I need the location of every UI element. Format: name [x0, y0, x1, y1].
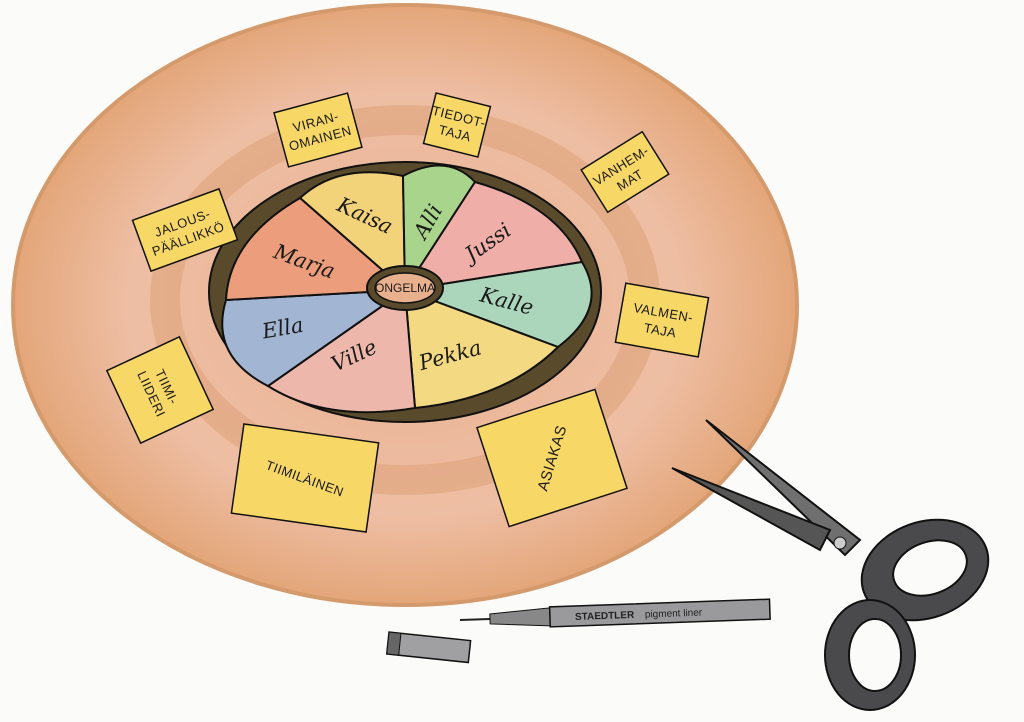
hub [374, 272, 436, 304]
pen-cap-drawing [385, 631, 472, 664]
sticky-note-viranomainen: VIRAN- OMAINEN [273, 92, 363, 168]
sticky-note-talouspaallikko: JALOUS- PÄÄLLIKKÖ [131, 187, 239, 273]
wedge-alli [401, 164, 477, 294]
sticky-note-tiimilainen: TIIMILÄINEN [230, 423, 380, 533]
center-label: ONGELMA [375, 281, 435, 295]
wedge-jussi [402, 180, 584, 292]
wedge-marja [224, 196, 408, 302]
sticky-note-asiakas: ASIAKAS [476, 388, 628, 528]
sticky-note-tiimiliideri: TIIMI- LIIDERI [105, 335, 215, 445]
note-line: TAJA [643, 320, 678, 340]
pen-model: pigment liner [645, 608, 703, 621]
wedge-kaisa [298, 171, 407, 293]
pen-drawing: STAEDTLER pigment liner [459, 598, 771, 628]
pen-brand: STAEDTLER [575, 610, 635, 623]
scissors-drawing [671, 419, 990, 711]
wedge-pekka [403, 288, 560, 410]
sticky-note-tiedottaja: TIEDOT- TAJA [422, 92, 492, 158]
wedge-ville [266, 288, 417, 414]
wheel: ONGELMA Kaisa Alli Jussi Kalle Pekka Vil… [208, 161, 602, 423]
sticky-note-valmentaja: VALMEN- TAJA [614, 282, 710, 358]
wedge-kalle [401, 260, 593, 349]
wedge-ella [221, 288, 409, 388]
